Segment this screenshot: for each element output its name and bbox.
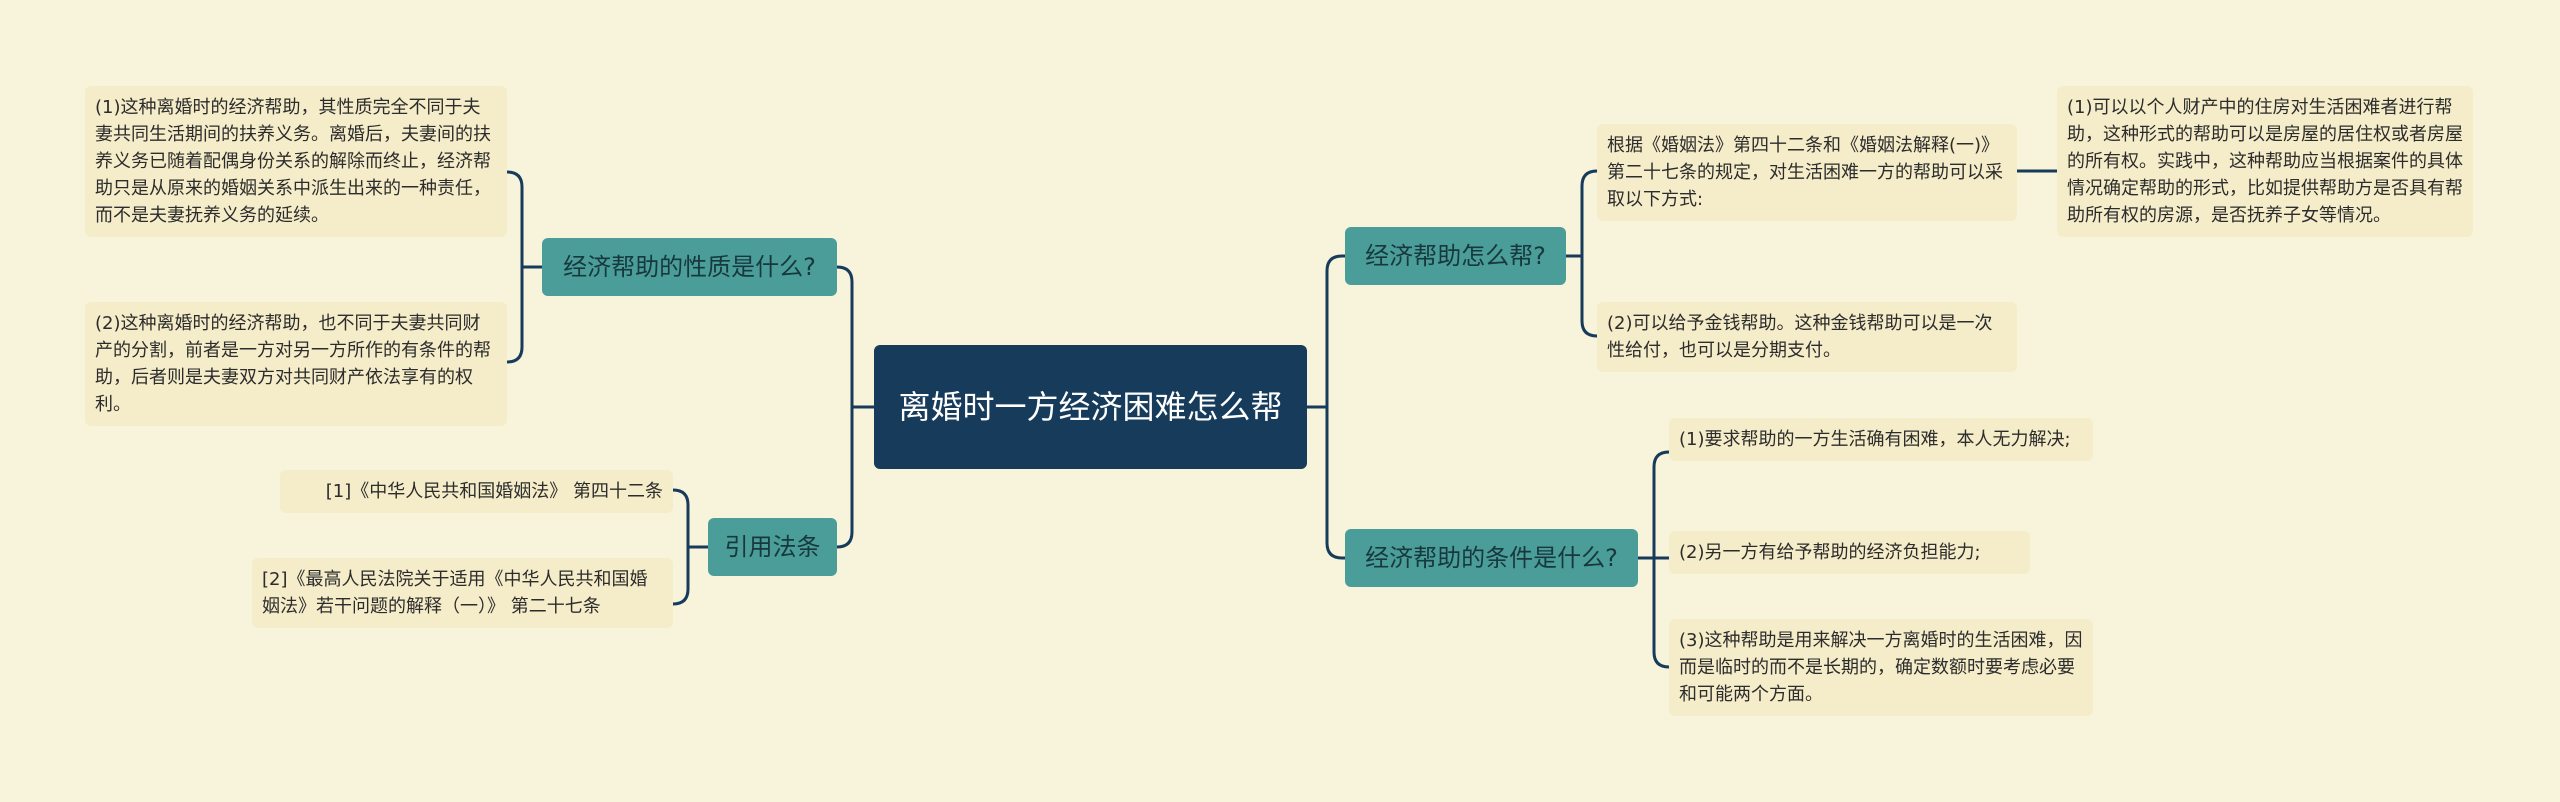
link-nature-1 bbox=[506, 170, 542, 269]
link-laws-1 bbox=[672, 488, 708, 549]
link-nature-2 bbox=[506, 265, 542, 364]
link-laws-2 bbox=[672, 545, 708, 606]
branch-conditions-label: 经济帮助的条件是什么? bbox=[1365, 544, 1618, 572]
nature-item-1[interactable]: (1)这种离婚时的经济帮助，其性质完全不同于夫妻共同生活期间的扶养义务。离婚后，… bbox=[85, 86, 507, 237]
branch-laws-label: 引用法条 bbox=[724, 533, 821, 561]
law-item-2-text: [2]《最高人民法院关于适用《中华人民共和国婚姻法》若干问题的解释（一）》 第二… bbox=[262, 569, 648, 617]
how-item-1-detail-text: (1)可以以个人财产中的住房对生活困难者进行帮助，这种形式的帮助可以是房屋的居住… bbox=[2067, 97, 2463, 226]
link-root-how bbox=[1307, 254, 1345, 409]
link-cond-3 bbox=[1638, 556, 1670, 669]
condition-item-1-text: (1)要求帮助的一方生活确有困难，本人无力解决; bbox=[1679, 429, 2071, 450]
law-item-1-text: [1]《中华人民共和国婚姻法》 第四十二条 bbox=[325, 481, 663, 502]
branch-how[interactable]: 经济帮助怎么帮? bbox=[1345, 227, 1566, 285]
link-root-conditions bbox=[1307, 405, 1345, 560]
nature-item-2-text: (2)这种离婚时的经济帮助，也不同于夫妻共同财产的分割，前者是一方对另一方所作的… bbox=[95, 313, 491, 415]
branch-nature[interactable]: 经济帮助的性质是什么? bbox=[542, 238, 837, 296]
how-item-1-detail[interactable]: (1)可以以个人财产中的住房对生活困难者进行帮助，这种形式的帮助可以是房屋的居住… bbox=[2057, 86, 2473, 237]
branch-how-label: 经济帮助怎么帮? bbox=[1365, 242, 1546, 270]
condition-item-2[interactable]: (2)另一方有给予帮助的经济负担能力; bbox=[1669, 531, 2030, 574]
branch-nature-label: 经济帮助的性质是什么? bbox=[563, 253, 816, 281]
branch-laws[interactable]: 引用法条 bbox=[708, 518, 837, 576]
nature-item-1-text: (1)这种离婚时的经济帮助，其性质完全不同于夫妻共同生活期间的扶养义务。离婚后，… bbox=[95, 97, 491, 226]
how-item-1-text: 根据《婚姻法》第四十二条和《婚姻法解释(一)》第二十七条的规定，对生活困难一方的… bbox=[1607, 135, 2003, 210]
root-topic-label: 离婚时一方经济困难怎么帮 bbox=[898, 388, 1283, 426]
nature-item-2[interactable]: (2)这种离婚时的经济帮助，也不同于夫妻共同财产的分割，前者是一方对另一方所作的… bbox=[85, 302, 507, 426]
link-root-laws bbox=[836, 405, 874, 549]
how-item-2[interactable]: (2)可以给予金钱帮助。这种金钱帮助可以是一次性给付，也可以是分期支付。 bbox=[1597, 302, 2017, 372]
how-item-2-text: (2)可以给予金钱帮助。这种金钱帮助可以是一次性给付，也可以是分期支付。 bbox=[1607, 313, 1993, 361]
branch-conditions[interactable]: 经济帮助的条件是什么? bbox=[1345, 529, 1638, 587]
link-cond-1 bbox=[1638, 450, 1670, 560]
link-root-nature bbox=[836, 265, 874, 409]
condition-item-1[interactable]: (1)要求帮助的一方生活确有困难，本人无力解决; bbox=[1669, 418, 2093, 461]
law-item-2[interactable]: [2]《最高人民法院关于适用《中华人民共和国婚姻法》若干问题的解释（一）》 第二… bbox=[252, 558, 673, 628]
how-item-1[interactable]: 根据《婚姻法》第四十二条和《婚姻法解释(一)》第二十七条的规定，对生活困难一方的… bbox=[1597, 124, 2017, 221]
link-how-2 bbox=[1566, 254, 1598, 338]
law-item-1[interactable]: [1]《中华人民共和国婚姻法》 第四十二条 bbox=[280, 470, 673, 513]
condition-item-2-text: (2)另一方有给予帮助的经济负担能力; bbox=[1679, 542, 1981, 563]
condition-item-3[interactable]: (3)这种帮助是用来解决一方离婚时的生活困难，因而是临时的而不是长期的，确定数额… bbox=[1669, 619, 2093, 716]
link-how-1 bbox=[1566, 169, 1598, 258]
root-topic[interactable]: 离婚时一方经济困难怎么帮 bbox=[874, 345, 1307, 469]
condition-item-3-text: (3)这种帮助是用来解决一方离婚时的生活困难，因而是临时的而不是长期的，确定数额… bbox=[1679, 630, 2083, 705]
